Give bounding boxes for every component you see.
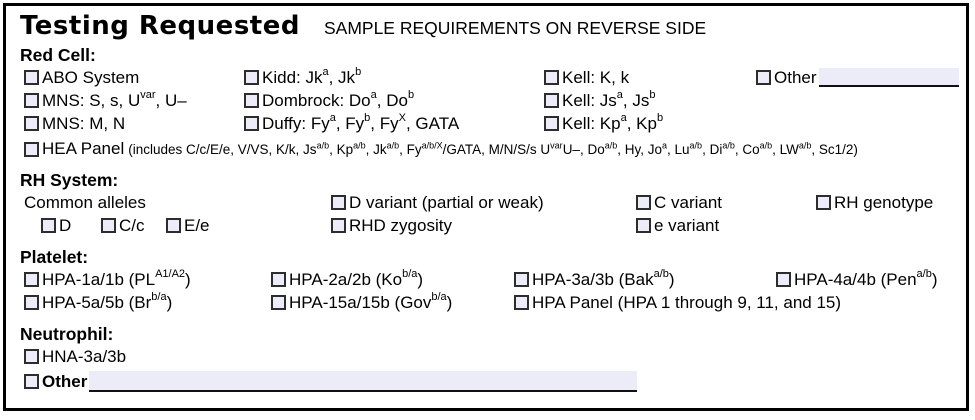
checkbox-icon[interactable] [331, 218, 346, 233]
section-heading-rh-system: RH System: [20, 170, 119, 190]
checkbox-e-variant[interactable]: e variant [636, 216, 719, 236]
checkbox-icon[interactable] [24, 141, 39, 157]
checkbox-icon[interactable] [24, 349, 39, 364]
checkbox-hea-panel[interactable]: HEA Panel (includes C/c/E/e, V/VS, K/k, … [24, 139, 858, 159]
checkbox-icon[interactable] [24, 93, 39, 108]
label-common-alleles: Common alleles [24, 192, 146, 212]
checkbox-hpa-2a2b[interactable]: HPA-2a/2b (Kob/a) [271, 268, 514, 290]
checkbox-icon[interactable] [24, 295, 39, 310]
section-rh-system: RH System: Common alleles D variant (par… [20, 170, 960, 237]
checkbox-kell-kk[interactable]: Kell: K, k [544, 68, 756, 88]
testing-requested-form: Testing Requested SAMPLE REQUIREMENTS ON… [3, 3, 969, 411]
checkbox-duffy[interactable]: Duffy: Fya, Fyb, FyX, GATA [244, 112, 544, 134]
sample-requirements-note: SAMPLE REQUIREMENTS ON REVERSE SIDE [323, 18, 707, 38]
red-cell-row-hea: HEA Panel (includes C/c/E/e, V/VS, K/k, … [20, 137, 960, 161]
section-platelet: Platelet: HPA-1a/1b (PLA1/A2) HPA-2a/2b … [20, 247, 960, 314]
checkbox-rhd-zygosity[interactable]: RHD zygosity [331, 216, 636, 236]
other-row: Other [20, 368, 960, 395]
checkbox-abo-system[interactable]: ABO System [24, 68, 244, 88]
checkbox-rh-genotype[interactable]: RH genotype [816, 193, 933, 213]
checkbox-icon[interactable] [244, 70, 259, 85]
checkbox-icon[interactable] [24, 116, 39, 131]
checkbox-hna-3a3b[interactable]: HNA-3a/3b [24, 347, 126, 367]
checkbox-icon[interactable] [331, 195, 346, 210]
checkbox-other-red-cell[interactable]: Other [756, 68, 959, 88]
checkbox-hpa-1a1b[interactable]: HPA-1a/1b (PLA1/A2) [24, 268, 271, 290]
checkbox-icon[interactable] [166, 218, 181, 233]
checkbox-icon[interactable] [816, 195, 831, 210]
checkbox-kell-js[interactable]: Kell: Jsa, Jsb [544, 89, 656, 111]
checkbox-other-bottom[interactable]: Other [24, 371, 638, 392]
checkbox-hpa-15a15b[interactable]: HPA-15a/15b (Govb/a) [271, 291, 514, 313]
checkbox-icon[interactable] [776, 272, 791, 287]
page-title: Testing Requested [20, 11, 300, 41]
section-heading-platelet: Platelet: [20, 247, 89, 267]
checkbox-hpa-panel[interactable]: HPA Panel (HPA 1 through 9, 11, and 15) [514, 293, 841, 313]
checkbox-icon[interactable] [636, 218, 651, 233]
red-cell-row-3: MNS: M, N Duffy: Fya, Fyb, FyX, GATA Kel… [20, 112, 960, 135]
checkbox-icon[interactable] [24, 70, 39, 85]
checkbox-icon[interactable] [41, 218, 56, 233]
checkbox-icon[interactable] [24, 272, 39, 287]
checkbox-mns-ssu[interactable]: MNS: S, s, Uvar, U– [24, 89, 244, 111]
checkbox-icon[interactable] [544, 70, 559, 85]
checkbox-icon[interactable] [271, 272, 286, 287]
rh-row-1: Common alleles D variant (partial or wea… [20, 191, 960, 214]
checkbox-icon[interactable] [636, 195, 651, 210]
section-heading-red-cell: Red Cell: [20, 45, 96, 65]
checkbox-c-c[interactable]: C/c [101, 216, 166, 236]
checkbox-icon[interactable] [544, 116, 559, 131]
rh-row-2: D C/c E/e RHD zygosity e variant [20, 214, 960, 237]
platelet-row-1: HPA-1a/1b (PLA1/A2) HPA-2a/2b (Kob/a) HP… [20, 268, 960, 291]
checkbox-icon[interactable] [271, 295, 286, 310]
section-neutrophil: Neutrophil: HNA-3a/3b Other [20, 324, 960, 395]
checkbox-mns-mn[interactable]: MNS: M, N [24, 114, 244, 134]
checkbox-hpa-3a3b[interactable]: HPA-3a/3b (Baka/b) [514, 268, 776, 290]
checkbox-icon[interactable] [514, 272, 529, 287]
platelet-row-2: HPA-5a/5b (Brb/a) HPA-15a/15b (Govb/a) H… [20, 291, 960, 314]
checkbox-hpa-4a4b[interactable]: HPA-4a/4b (Pena/b) [776, 268, 938, 290]
checkbox-icon[interactable] [244, 93, 259, 108]
other-bottom-input[interactable] [89, 371, 638, 392]
section-heading-neutrophil: Neutrophil: [20, 324, 114, 344]
red-cell-row-1: ABO System Kidd: Jka, Jkb Kell: K, k Oth… [20, 66, 960, 89]
section-red-cell: Red Cell: ABO System Kidd: Jka, Jkb Kell… [20, 45, 960, 161]
checkbox-icon[interactable] [244, 116, 259, 131]
other-red-cell-input[interactable] [818, 68, 959, 87]
checkbox-d[interactable]: D [41, 216, 101, 236]
checkbox-icon[interactable] [756, 70, 771, 85]
checkbox-icon[interactable] [514, 295, 529, 310]
neutrophil-row-1: HNA-3a/3b [20, 345, 960, 368]
checkbox-icon[interactable] [544, 93, 559, 108]
checkbox-kell-kp[interactable]: Kell: Kpa, Kpb [544, 112, 663, 134]
checkbox-e-e[interactable]: E/e [166, 216, 331, 236]
checkbox-icon[interactable] [101, 218, 116, 233]
checkbox-dombrock[interactable]: Dombrock: Doa, Dob [244, 89, 544, 111]
red-cell-row-2: MNS: S, s, Uvar, U– Dombrock: Doa, Dob K… [20, 89, 960, 112]
checkbox-c-variant[interactable]: C variant [636, 193, 816, 213]
hea-panel-note: (includes C/c/E/e, V/VS, K/k, Jsa/b, Kpa… [128, 140, 858, 157]
checkbox-hpa-5a5b[interactable]: HPA-5a/5b (Brb/a) [24, 291, 271, 313]
checkbox-icon[interactable] [24, 374, 39, 389]
checkbox-kidd[interactable]: Kidd: Jka, Jkb [244, 66, 544, 88]
form-header: Testing Requested SAMPLE REQUIREMENTS ON… [20, 11, 960, 45]
checkbox-d-variant[interactable]: D variant (partial or weak) [331, 193, 636, 213]
